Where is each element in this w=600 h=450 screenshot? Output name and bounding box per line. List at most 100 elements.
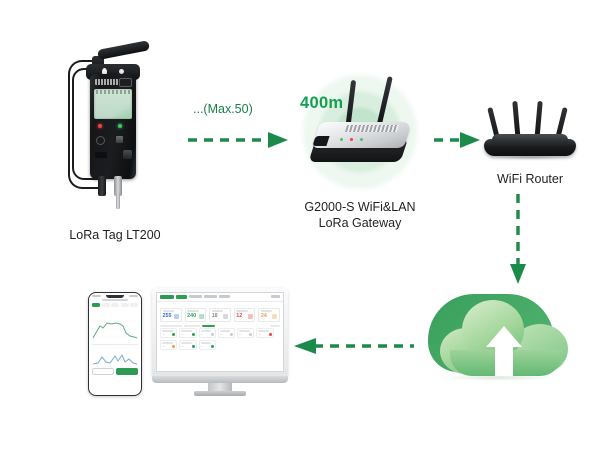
device-tile-value: — — [181, 344, 184, 348]
table-filter[interactable] — [184, 324, 200, 327]
device-tile[interactable]: — — [179, 339, 197, 350]
lora-antenna-icon — [97, 40, 150, 60]
dashboard-logo — [160, 295, 174, 299]
stat-card-value: 24 — [260, 313, 267, 319]
arrow-sensor-to-gateway — [188, 132, 288, 148]
stat-card-icon — [174, 313, 180, 319]
stat-card-title — [211, 310, 224, 312]
device-status-dot — [191, 332, 195, 336]
device-tile-value: — — [219, 332, 223, 336]
upload-arrow-icon — [486, 326, 522, 376]
stat-card-title — [260, 310, 273, 312]
gateway-caption-line1: G2000-S WiFi&LAN — [304, 200, 416, 214]
device-status-dot — [210, 332, 214, 336]
signal-icon — [92, 294, 101, 297]
gateway-led-alarm — [350, 138, 353, 141]
stat-card[interactable]: 255 — [160, 307, 182, 322]
monitor-neck — [208, 383, 232, 392]
nfc-pad — [95, 152, 107, 158]
humidity-chart-label — [89, 345, 141, 349]
nav-active-item[interactable] — [176, 295, 187, 299]
nav-user-menu[interactable] — [271, 295, 280, 299]
probe-connector-2 — [114, 176, 122, 196]
device-tile[interactable]: — — [160, 339, 178, 350]
stat-card-body: 18 — [212, 313, 229, 319]
status-leds — [96, 124, 130, 134]
device-tile-name — [258, 330, 269, 332]
tab-1-month[interactable] — [111, 303, 119, 307]
brand-logo — [95, 79, 121, 85]
device-tile[interactable]: — — [198, 328, 216, 338]
stat-card-row: 255 240 18 12 24 — [157, 307, 283, 324]
device-tile[interactable]: — — [179, 328, 197, 338]
stat-card-icon — [247, 313, 253, 319]
device-tile[interactable]: — — [237, 328, 255, 338]
nav-item[interactable] — [189, 295, 202, 299]
gateway-caption-line2: LoRa Gateway — [318, 216, 402, 230]
run-led-icon — [118, 124, 122, 128]
wifi-router-device — [478, 95, 582, 171]
mobile-app — [88, 292, 142, 396]
range-tabs — [89, 303, 141, 309]
gateway-vents — [344, 125, 400, 132]
tab-1-year[interactable] — [120, 303, 129, 307]
cloud-shadow — [438, 374, 556, 381]
device-tile[interactable]: — — [256, 328, 274, 338]
stat-card-value: 240 — [187, 313, 197, 319]
monitor-chin — [152, 376, 288, 383]
device-status-dot — [210, 344, 214, 348]
alarm-led-icon — [98, 124, 102, 128]
function-button[interactable] — [116, 136, 123, 143]
device-tile-name — [200, 330, 212, 332]
tab-7-days[interactable] — [101, 303, 110, 307]
stat-card[interactable]: 24 — [258, 307, 280, 322]
device-tile[interactable]: — — [198, 339, 216, 350]
cloud-platform-icon — [424, 288, 576, 392]
export-data-button[interactable] — [92, 367, 114, 375]
stat-card-body: 240 — [187, 313, 204, 319]
device-tile[interactable]: — — [217, 328, 235, 338]
stat-card[interactable]: 18 — [209, 307, 231, 322]
device-tile-row: — — [219, 332, 233, 336]
device-tile-grid: ————————— — [160, 328, 280, 350]
device-table: ————————— — [157, 324, 283, 351]
gateway-led-link — [360, 138, 363, 141]
nav-item[interactable] — [204, 295, 217, 299]
device-tile-row: — — [239, 332, 253, 336]
stat-card[interactable]: 240 — [184, 307, 207, 322]
device-tile-name — [162, 330, 173, 332]
table-filter[interactable] — [160, 324, 182, 327]
device-tile-value: — — [162, 332, 165, 336]
gateway-range-label: 400m — [300, 94, 344, 112]
device-tile-row: — — [181, 344, 195, 348]
temperature-chart — [92, 314, 138, 345]
power-button[interactable] — [96, 136, 105, 145]
nav-item[interactable] — [219, 295, 230, 299]
share-button[interactable] — [116, 367, 138, 375]
device-tile-value: — — [258, 332, 261, 336]
device-tile-value: — — [239, 332, 242, 336]
device-tile-name — [162, 341, 173, 344]
stat-card-title — [162, 310, 175, 312]
device-status-dot — [172, 332, 176, 336]
phone-notch — [106, 294, 124, 298]
device-tile-name — [181, 341, 192, 344]
phone-status-bar — [89, 293, 141, 297]
arrow-gateway-to-router — [434, 132, 480, 148]
stat-card[interactable]: 12 — [233, 307, 256, 322]
table-apply-button[interactable] — [202, 324, 215, 327]
device-status-dot — [249, 332, 253, 336]
tab-custom[interactable] — [130, 303, 138, 307]
device-status-dot — [172, 344, 176, 348]
tab-1-day[interactable] — [92, 303, 100, 307]
sensor-caption: LoRa Tag LT200 — [69, 228, 161, 242]
router-body — [484, 134, 576, 156]
stat-card-value: 12 — [236, 313, 243, 319]
table-settings[interactable] — [270, 324, 280, 327]
device-tile-value: — — [200, 344, 203, 348]
reset-button[interactable] — [123, 150, 132, 159]
device-tile[interactable]: — — [160, 328, 178, 338]
lora-tag-device: CH 1 198 °C CH 2 529 % — [68, 38, 150, 209]
